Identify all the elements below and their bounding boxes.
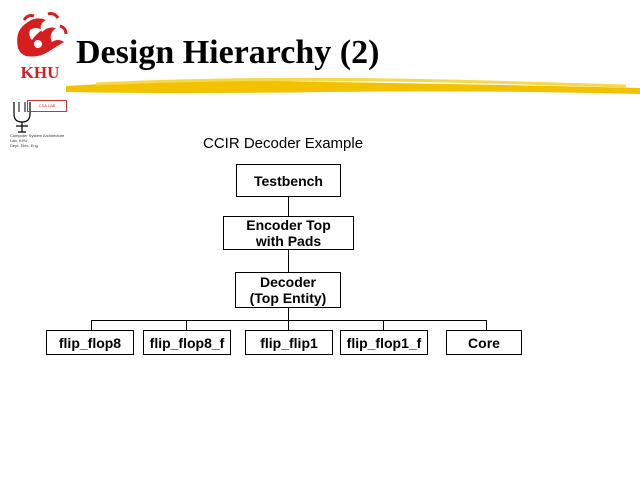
title-underline bbox=[66, 77, 640, 94]
leaf-label: flip_flop1_f bbox=[346, 334, 422, 351]
leaf-box-core: Core bbox=[446, 330, 522, 355]
lab-line: Computer System Architecture bbox=[10, 133, 65, 138]
leaf-label: flip_flop8 bbox=[58, 334, 122, 351]
connector bbox=[288, 250, 289, 272]
connector bbox=[186, 320, 187, 330]
lab-line: Lab. KHU bbox=[10, 138, 28, 143]
connector bbox=[288, 308, 289, 320]
leaf-box-flip-flop8-f: flip_flop8_f bbox=[143, 330, 231, 355]
leaf-label: flip_flip1 bbox=[260, 334, 318, 351]
diagram-subtitle: CCIR Decoder Example bbox=[203, 135, 364, 152]
leaf-box-flip-flop1-f: flip_flop1_f bbox=[340, 330, 428, 355]
lab-name: CSA LAB bbox=[27, 100, 67, 112]
encoder-top-label: Encoder Top with Pads bbox=[246, 217, 331, 249]
decoder-label: Decoder (Top Entity) bbox=[249, 274, 327, 306]
logo-text: KHU bbox=[20, 63, 60, 82]
lab-caption: Computer System Architecture Lab. KHU De… bbox=[10, 133, 80, 148]
leaf-label: flip_flop8_f bbox=[149, 334, 225, 351]
testbench-label: Testbench bbox=[254, 172, 323, 189]
connector bbox=[288, 197, 289, 216]
encoder-top-box: Encoder Top with Pads bbox=[223, 216, 354, 250]
lab-logo-icon bbox=[13, 102, 31, 133]
khu-logo: KHU bbox=[8, 8, 72, 82]
connector bbox=[91, 320, 92, 330]
page-title: Design Hierarchy (2) bbox=[76, 34, 380, 71]
leaf-box-flip-flop8: flip_flop8 bbox=[46, 330, 134, 355]
lab-line: Dept. Elec. Eng. bbox=[10, 143, 39, 148]
leaf-label: Core bbox=[468, 334, 500, 351]
decoder-box: Decoder (Top Entity) bbox=[235, 272, 341, 308]
connector bbox=[288, 320, 289, 330]
connector bbox=[486, 320, 487, 330]
connector bbox=[383, 320, 384, 330]
testbench-box: Testbench bbox=[236, 164, 341, 197]
leaf-box-flip-flip1: flip_flip1 bbox=[245, 330, 333, 355]
